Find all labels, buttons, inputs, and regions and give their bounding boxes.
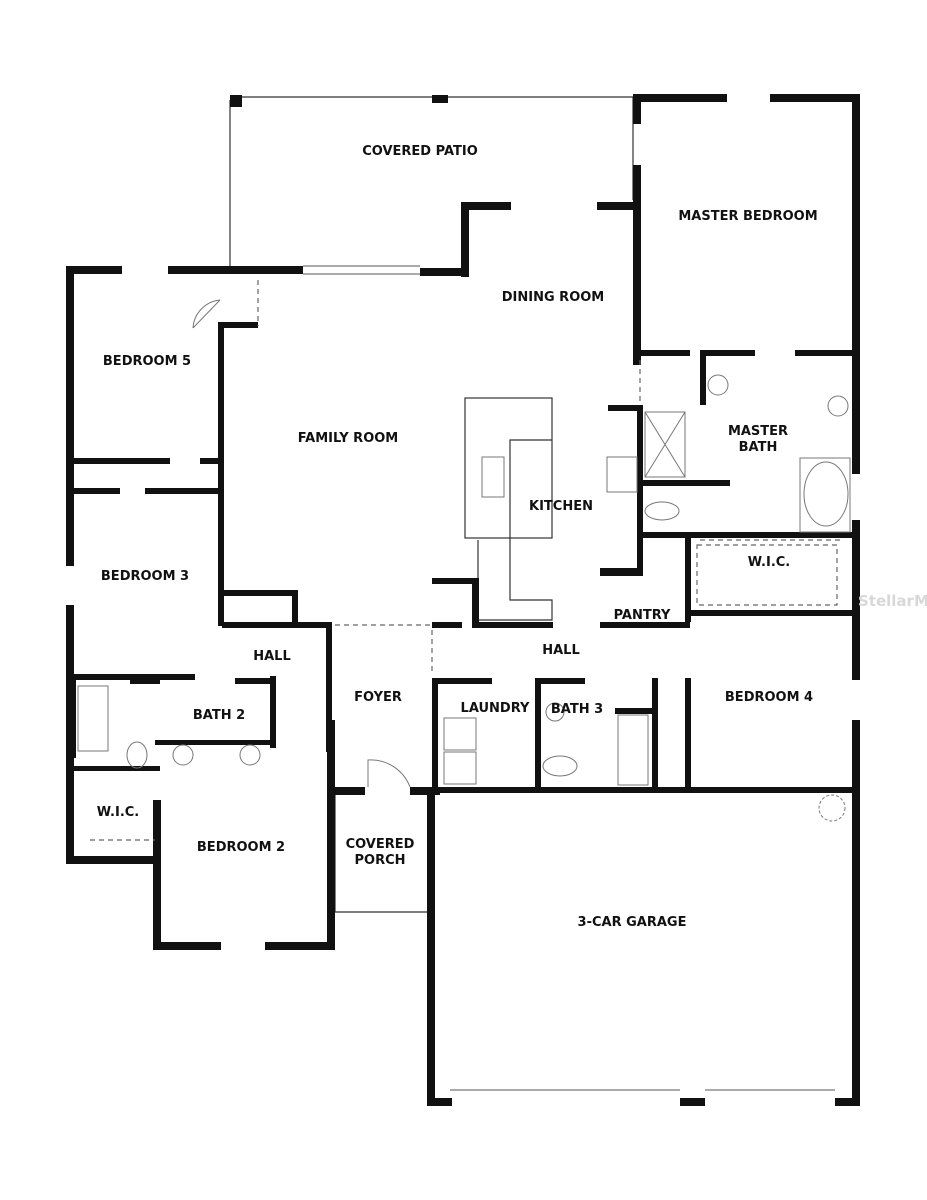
- room-label-master-bath: MASTER BATH: [727, 424, 789, 455]
- windows: [303, 265, 835, 1091]
- shower: [644, 411, 686, 478]
- room-label-bath2: BATH 2: [192, 708, 246, 723]
- room-label-family-room: FAMILY ROOM: [297, 431, 399, 446]
- dashed-openings: [90, 280, 840, 841]
- bath2-tub: [77, 685, 109, 752]
- room-label-kitchen: KITCHEN: [529, 499, 593, 514]
- room-label-bedroom5: BEDROOM 5: [102, 354, 192, 369]
- master-tub: [803, 461, 849, 527]
- range: [606, 456, 638, 493]
- watermark: StellarMLS: [858, 592, 927, 610]
- walls: [66, 94, 860, 1106]
- room-label-bedroom3: BEDROOM 3: [100, 569, 190, 584]
- room-label-bath3: BATH 3: [550, 702, 604, 717]
- room-label-hall-left: HALL: [253, 649, 291, 664]
- washer: [443, 717, 477, 751]
- room-label-laundry: LAUNDRY: [460, 701, 530, 716]
- room-label-hall-center: HALL: [542, 643, 580, 658]
- kitchen-sink: [481, 456, 505, 498]
- room-label-master-bedroom: MASTER BEDROOM: [678, 209, 818, 224]
- room-label-foyer: FOYER: [354, 690, 402, 705]
- room-label-covered-porch: COVERED PORCH: [345, 837, 415, 868]
- room-label-bedroom2: BEDROOM 2: [196, 840, 286, 855]
- room-label-covered-patio: COVERED PATIO: [362, 144, 478, 159]
- room-label-bedroom4: BEDROOM 4: [724, 690, 814, 705]
- bath3-tub: [617, 714, 649, 786]
- room-label-pantry: PANTRY: [613, 608, 671, 623]
- room-label-wic-master: W.I.C.: [747, 555, 791, 570]
- dryer: [443, 751, 477, 785]
- room-label-garage: 3-CAR GARAGE: [577, 915, 687, 930]
- toilet: [644, 501, 680, 521]
- room-label-wic-bedroom2: W.I.C.: [96, 805, 140, 820]
- fixtures: [77, 299, 851, 822]
- room-label-dining-room: DINING ROOM: [501, 290, 605, 305]
